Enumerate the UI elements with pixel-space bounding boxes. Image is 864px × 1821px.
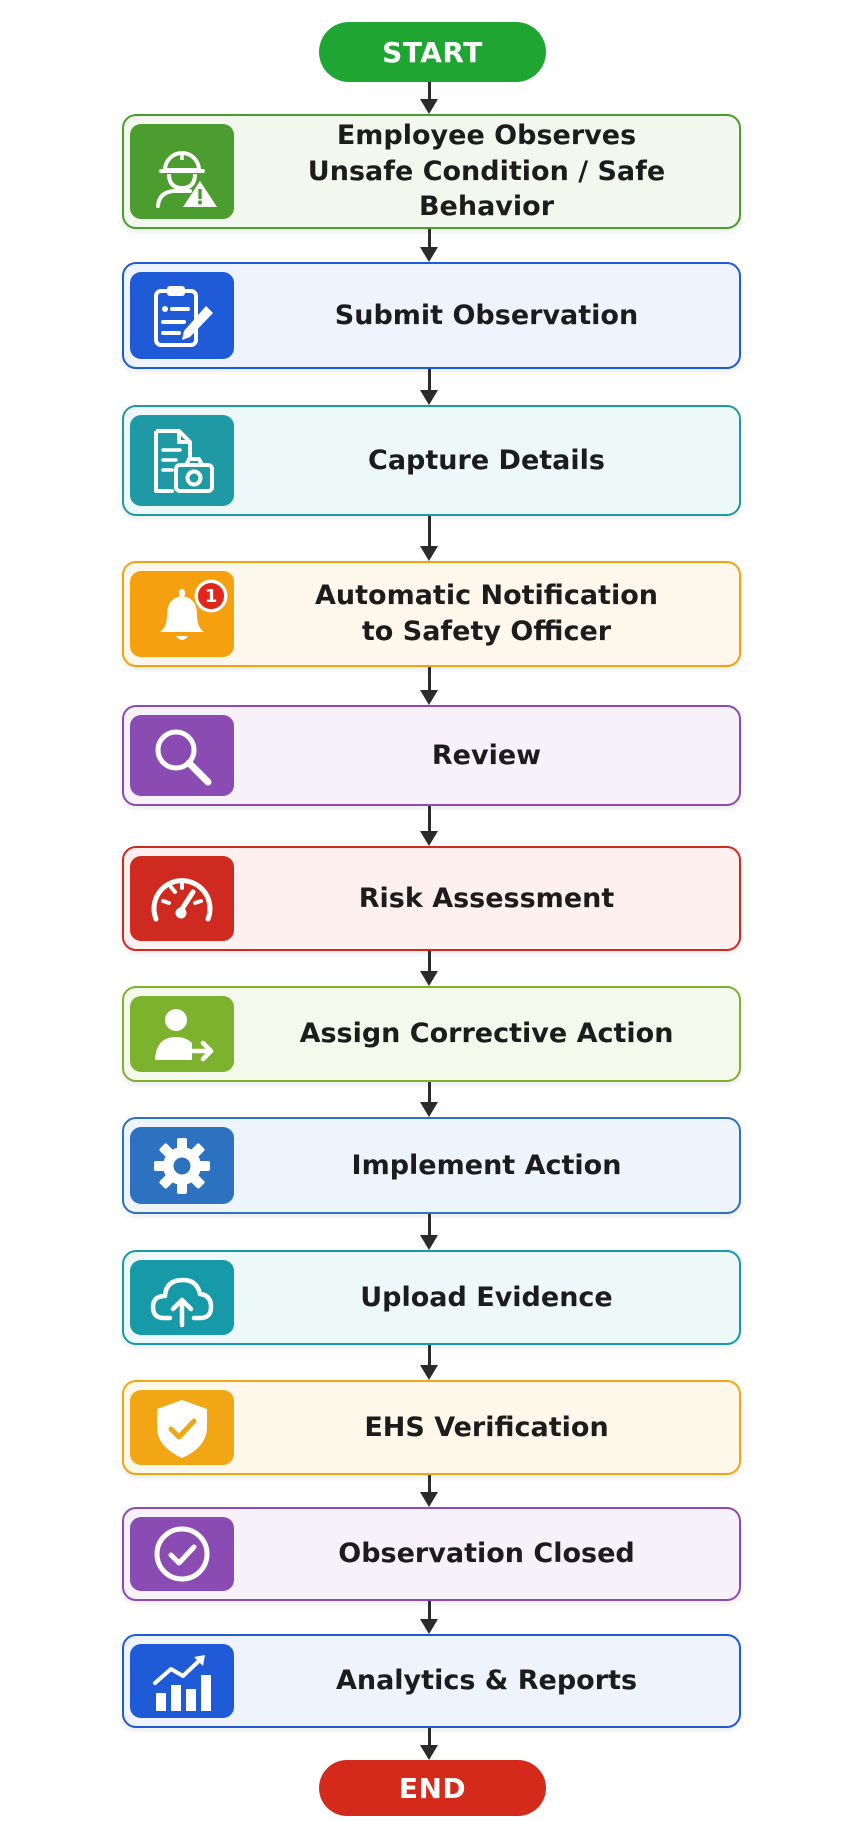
step-box: Review: [122, 705, 741, 806]
step-icon-tile: [130, 996, 234, 1072]
step-icon-tile: [130, 715, 234, 796]
step-icon-tile: 1: [130, 571, 234, 657]
cloud-upload-icon: [150, 1277, 214, 1327]
shield-check-icon: [157, 1399, 207, 1458]
arrowhead: [420, 831, 438, 846]
step-icon-tile: [130, 856, 234, 941]
step-box: Assign Corrective Action: [122, 986, 741, 1082]
arrowhead: [420, 1365, 438, 1380]
step-icon-tile: [130, 1260, 234, 1335]
connector-line: [428, 82, 431, 102]
step-box: Observation Closed: [122, 1507, 741, 1601]
arrowhead: [420, 1745, 438, 1760]
arrowhead: [420, 390, 438, 405]
step-label: Capture Details: [368, 444, 605, 476]
step-icon-tile: [130, 1390, 234, 1465]
step-box: Capture Details: [122, 405, 741, 516]
step-box: Risk Assessment: [122, 846, 741, 951]
connector-line: [428, 1601, 431, 1622]
step-box: Employee Observes Unsafe Condition / Saf…: [122, 114, 741, 229]
step-box: Analytics & Reports: [122, 1634, 741, 1728]
end-node: END: [319, 1760, 546, 1816]
bell-notification-icon: [160, 589, 204, 640]
step-label: Submit Observation: [334, 299, 639, 331]
user-assign-icon: [155, 1009, 214, 1062]
notification-badge: 1: [194, 579, 228, 613]
step-label: Upload Evidence: [360, 1281, 613, 1313]
bar-chart-icon: [153, 1655, 211, 1711]
arrowhead: [420, 1102, 438, 1117]
notification-badge-count: 1: [205, 586, 218, 607]
step-label: EHS Verification: [364, 1411, 609, 1443]
step-icon-tile: [130, 1517, 234, 1591]
step-icon-tile: [130, 1127, 234, 1204]
speedometer-icon: [151, 877, 213, 921]
step-label: Automatic Notification to Safety Officer: [315, 580, 658, 647]
step-label: Implement Action: [351, 1149, 622, 1181]
magnifier-icon: [155, 729, 212, 785]
arrowhead: [420, 1619, 438, 1634]
step-icon-tile: [130, 415, 234, 506]
connector-line: [428, 1082, 431, 1105]
connector-line: [428, 1214, 431, 1238]
step-box: 1 Automatic Notification to Safety Office…: [122, 561, 741, 667]
arrowhead: [420, 1235, 438, 1250]
step-label: Review: [431, 739, 542, 771]
check-circle-icon: [154, 1526, 210, 1582]
step-box: Implement Action: [122, 1117, 741, 1214]
step-label: Risk Assessment: [358, 882, 615, 914]
arrowhead: [420, 971, 438, 986]
end-label: END: [398, 1771, 467, 1805]
clipboard-pen-icon: [154, 285, 213, 347]
arrowhead: [420, 546, 438, 561]
connector-line: [428, 1345, 431, 1368]
step-icon-tile: [130, 1644, 234, 1718]
step-box: Upload Evidence: [122, 1250, 741, 1345]
connector-line: [428, 369, 431, 393]
connector-line: [428, 667, 431, 693]
arrowhead: [420, 247, 438, 262]
worker-warning-icon: [156, 150, 217, 208]
step-label: Assign Corrective Action: [299, 1018, 674, 1050]
arrowhead: [420, 690, 438, 705]
connector-line: [428, 1728, 431, 1748]
document-camera-icon: [154, 428, 214, 493]
arrowhead: [420, 99, 438, 114]
connector-line: [428, 1475, 431, 1495]
connector-line: [428, 951, 431, 974]
gear-icon: [154, 1137, 210, 1194]
start-node: START: [319, 22, 546, 82]
step-box: EHS Verification: [122, 1380, 741, 1475]
connector-line: [428, 229, 431, 250]
step-label: Employee Observes Unsafe Condition / Saf…: [307, 120, 666, 223]
step-box: Submit Observation: [122, 262, 741, 369]
step-label: Observation Closed: [338, 1538, 635, 1570]
step-icon-tile: [130, 272, 234, 359]
arrowhead: [420, 1492, 438, 1507]
step-label: Analytics & Reports: [335, 1665, 638, 1697]
connector-line: [428, 516, 431, 549]
connector-line: [428, 806, 431, 834]
step-icon-tile: [130, 124, 234, 219]
start-label: START: [382, 35, 483, 69]
